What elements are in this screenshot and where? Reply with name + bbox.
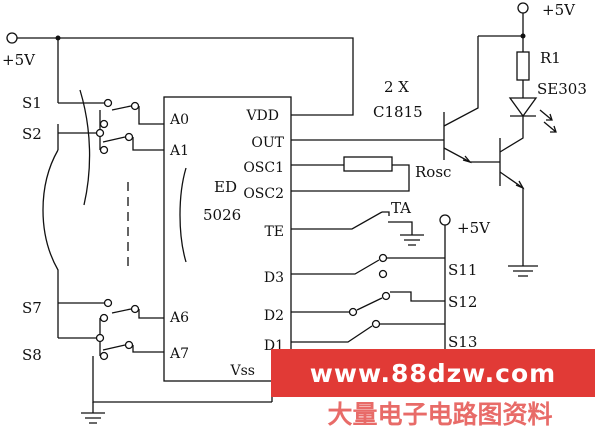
s2-lever (102, 136, 126, 143)
pin-d2: D2 (264, 308, 284, 324)
switch-label-s12: S12 (448, 293, 477, 311)
supply-terminal-right (517, 2, 529, 14)
rosc-label: Rosc (415, 163, 451, 181)
chip-name-line1: ED (214, 178, 237, 196)
s11-lower-contact (378, 269, 388, 279)
supply-terminal-left (6, 32, 18, 44)
s11-lever (291, 259, 380, 275)
ta-to-ground (388, 221, 413, 235)
s12-to-bus (390, 291, 445, 302)
s7-to-a6 (138, 309, 164, 319)
chip-break-mark (179, 167, 187, 263)
pin-a0: A0 (169, 112, 189, 128)
bus-left-break (42, 149, 59, 338)
vdd-wire (17, 37, 354, 116)
s8-to-a7 (132, 345, 164, 353)
junction-dot-right (520, 33, 526, 39)
q2-collector (499, 122, 524, 153)
resistor-r1-label: R1 (540, 49, 561, 67)
s1-to-a0 (138, 106, 164, 125)
switch-label-s7: S7 (22, 299, 42, 317)
ground-symbol-left (81, 412, 105, 424)
s12-contact (381, 291, 391, 301)
pin-vdd: VDD (245, 108, 279, 124)
led-label: SE303 (537, 80, 587, 98)
s8-contact (95, 333, 105, 343)
s1-contact (103, 98, 113, 108)
s1-lever (111, 105, 132, 111)
pin-te: TE (264, 224, 284, 240)
supply-terminal-mid (439, 214, 451, 226)
pin-osc2: OSC2 (243, 186, 284, 202)
led-emit-arrow-2 (543, 121, 557, 133)
switch-label-s13: S13 (448, 333, 477, 351)
pin-vss: Vss (230, 363, 255, 379)
s2-to-a1 (132, 137, 164, 151)
watermark-url: www.88dzw.com (310, 359, 556, 388)
transistor-part: C1815 (373, 103, 423, 121)
transistor-count: 2 X (384, 78, 409, 96)
s7-contact (103, 298, 113, 308)
q1-emitter-arrow (462, 155, 472, 164)
pin-a7: A7 (169, 346, 189, 362)
ta-switch-lever (291, 211, 383, 230)
s13-contact (371, 319, 381, 329)
pin-a6: A6 (169, 310, 189, 326)
switch-label-s2: S2 (22, 125, 42, 143)
q1-emitter (443, 147, 500, 163)
supply-label-right: +5V (542, 1, 576, 19)
s8-pivot (124, 340, 134, 350)
pin-osc1: OSC1 (243, 160, 284, 176)
ta-label: TA (391, 199, 411, 217)
s13-lever (291, 325, 373, 343)
osc2-wire (291, 164, 410, 192)
supply-label-left: +5V (2, 51, 36, 69)
bus-right-break-top (79, 89, 91, 206)
s12-lever (356, 297, 383, 311)
s1-lower-contact (99, 119, 109, 129)
pin-d3: D3 (264, 270, 284, 286)
watermark-text: 大量电子电路图资料 (327, 400, 552, 429)
led-emit-arrow-1 (539, 109, 553, 121)
watermark-banner (271, 349, 595, 397)
switch-label-s11: S11 (448, 261, 477, 279)
switch-label-s8: S8 (22, 346, 42, 364)
q1-collector (443, 36, 479, 127)
switch-label-s1: S1 (22, 94, 42, 112)
s7-lower-contact (99, 313, 109, 323)
pin-a1: A1 (169, 143, 189, 159)
s8-lower-contact (99, 351, 109, 361)
supply-label-mid: +5V (457, 219, 491, 237)
resistor-r1 (516, 51, 530, 81)
resistor-rosc (343, 156, 393, 172)
ground-symbol-ta (400, 234, 424, 246)
s7-pivot (130, 304, 140, 314)
encoder-chip-body (163, 96, 292, 382)
ground-symbol-right (508, 265, 538, 277)
ta-switch-contact (382, 211, 390, 216)
s1-pivot (130, 101, 140, 111)
s11-contact (378, 253, 388, 263)
s12-pivot (348, 307, 358, 317)
s2-lower-contact (99, 145, 109, 155)
pin-out: OUT (251, 135, 284, 151)
chip-name-line2: 5026 (203, 206, 241, 224)
s2-contact (95, 128, 105, 138)
s8-lever (102, 344, 126, 351)
q2-emitter-arrow (515, 180, 525, 190)
s7-lever (111, 308, 132, 314)
led-se303 (508, 97, 538, 118)
s2-pivot (124, 132, 134, 142)
